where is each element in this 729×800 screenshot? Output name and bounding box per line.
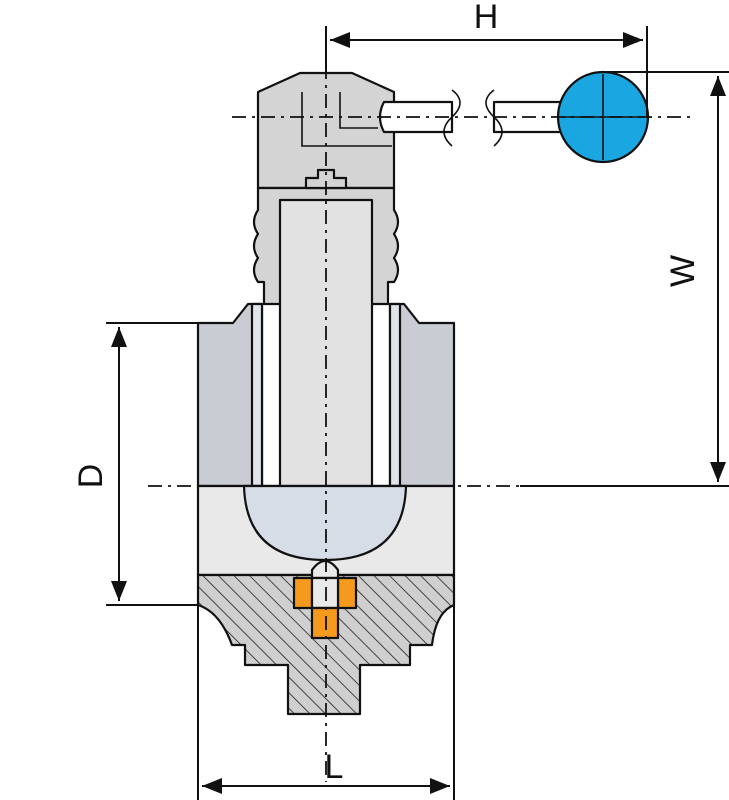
dimension-l: L	[197, 605, 455, 800]
dimension-l-label: L	[325, 748, 344, 786]
bottom-section	[196, 573, 456, 716]
dimension-d: D	[72, 322, 198, 606]
bearing-inserts	[292, 576, 358, 640]
center-lines	[148, 36, 690, 782]
dimension-h-label: H	[474, 0, 499, 36]
dimension-d-label: D	[72, 464, 110, 489]
dimension-w-label: W	[664, 255, 702, 287]
dimension-w: W	[520, 71, 729, 487]
dimension-h: H	[325, 0, 648, 117]
